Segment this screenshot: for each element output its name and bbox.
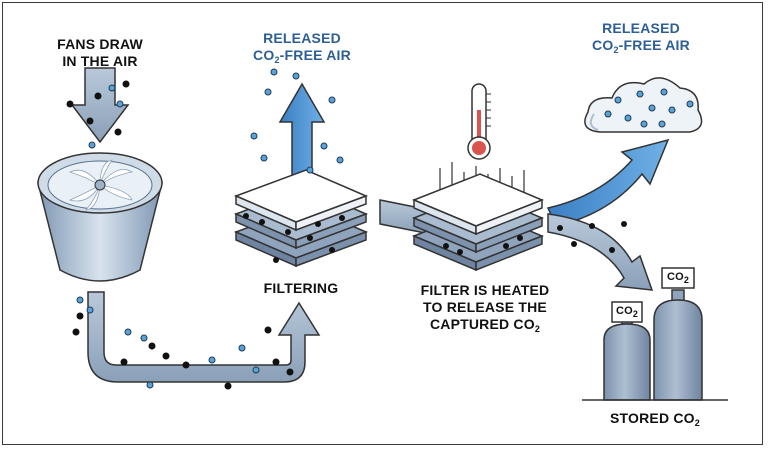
released-label-1-line1: RELEASED (263, 30, 341, 46)
tank-small-label: CO2 (615, 305, 639, 319)
heated-label-line3: CAPTURED CO2 (429, 316, 541, 334)
fans-label: FANS DRAW IN THE AIR (40, 36, 160, 70)
heated-label-line2: TO RELEASE THE (423, 299, 547, 315)
filter-stack-icon (233, 169, 369, 268)
heated-label: FILTER IS HEATED TO RELEASE THE CAPTURED… (400, 282, 570, 338)
cloud-icon (584, 77, 703, 133)
air-particles (76, 68, 694, 389)
thermometer-icon (467, 83, 491, 160)
fan-icon (37, 152, 163, 282)
released-label-1: RELEASED CO2-FREE AIR (232, 30, 372, 69)
heated-label-line1: FILTER IS HEATED (420, 282, 550, 298)
released-label-1-line2: CO2-FREE AIR (253, 47, 351, 65)
released-arrow-2 (546, 138, 670, 227)
fans-label-line1: FANS DRAW (57, 36, 143, 52)
storage-arrow (547, 213, 654, 291)
released-label-2-line1: RELEASED (602, 20, 680, 36)
tank-large-label: CO2 (666, 271, 690, 285)
gas-tank-icon (582, 267, 728, 401)
released-label-2-line2: CO2-FREE AIR (592, 37, 690, 55)
released-label-2: RELEASED CO2-FREE AIR (566, 20, 716, 59)
intake-pipe (87, 291, 321, 383)
stored-label: STORED CO2 (610, 410, 700, 428)
co2-particles (66, 80, 627, 390)
filtering-label: FILTERING (263, 280, 339, 296)
heated-filter-icon (412, 173, 544, 272)
fans-label-line2: IN THE AIR (62, 53, 138, 69)
